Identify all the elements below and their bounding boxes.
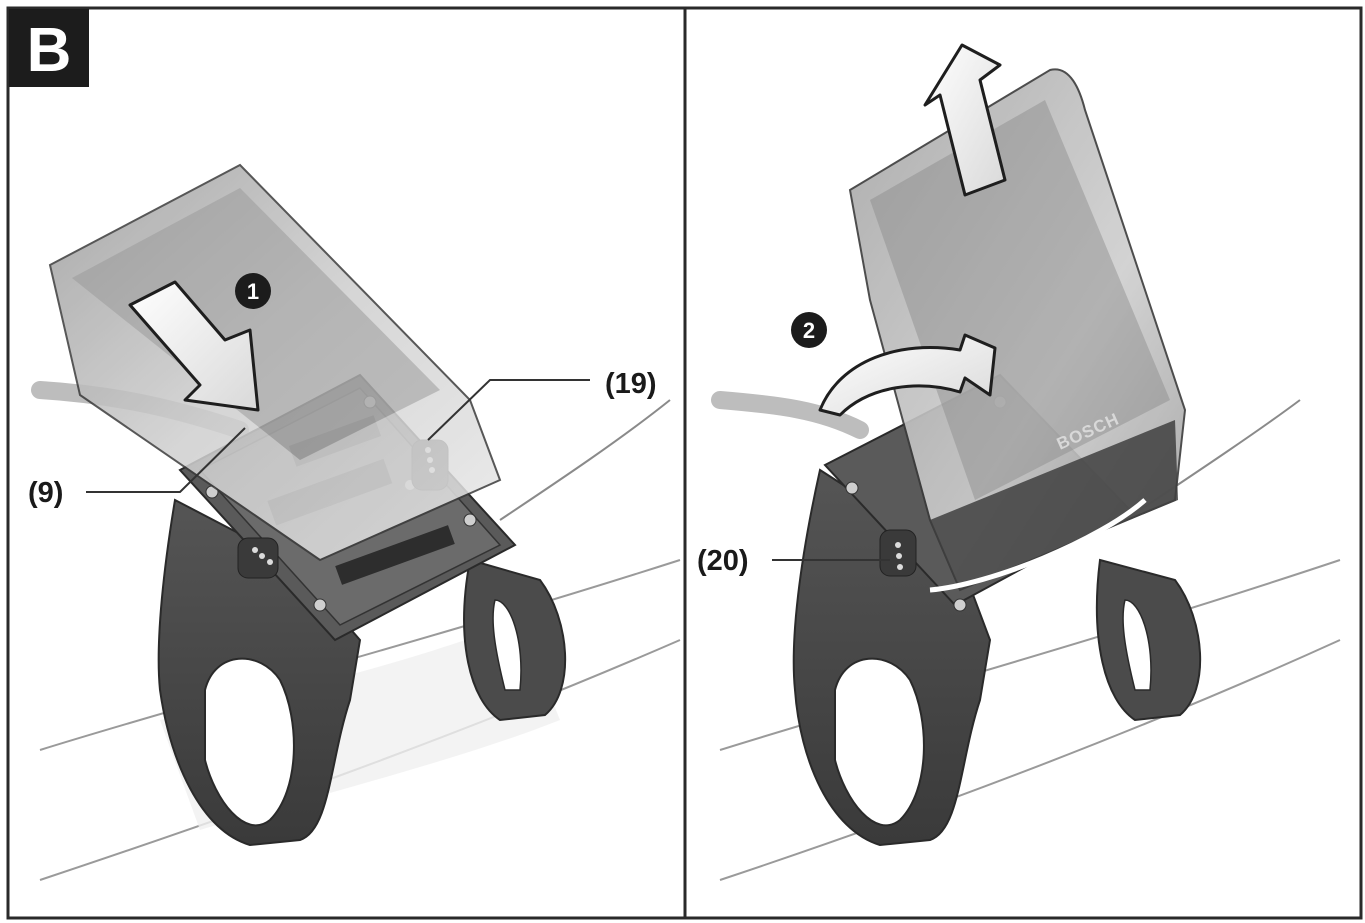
display-right: BOSCH [848, 68, 1187, 593]
step-2-number: 2 [803, 318, 815, 343]
lift-arrow-icon [923, 43, 1007, 197]
right-panel: BOSCH 2 (20) [697, 43, 1341, 881]
figure-label-badge [9, 9, 89, 87]
step-2-badge: 2 [791, 312, 827, 348]
callout-20: (20) [697, 545, 890, 577]
step-1-badge: 1 [235, 273, 271, 309]
callout-9: (9) [28, 427, 246, 509]
callout-9-label: (9) [28, 477, 63, 509]
callout-20-label: (20) [697, 545, 749, 577]
connector-pins-right [879, 529, 917, 577]
handlebar-right [711, 391, 1341, 881]
step-1-number: 1 [247, 279, 259, 304]
figure-label: B [27, 16, 72, 85]
display-left [48, 163, 502, 562]
left-panel: 1 (19) (9) [28, 163, 681, 881]
callout-19-label: (19) [605, 368, 657, 400]
push-arrow-icon [128, 280, 260, 412]
callout-19: (19) [427, 368, 657, 441]
tilt-arrow-icon [818, 333, 997, 417]
